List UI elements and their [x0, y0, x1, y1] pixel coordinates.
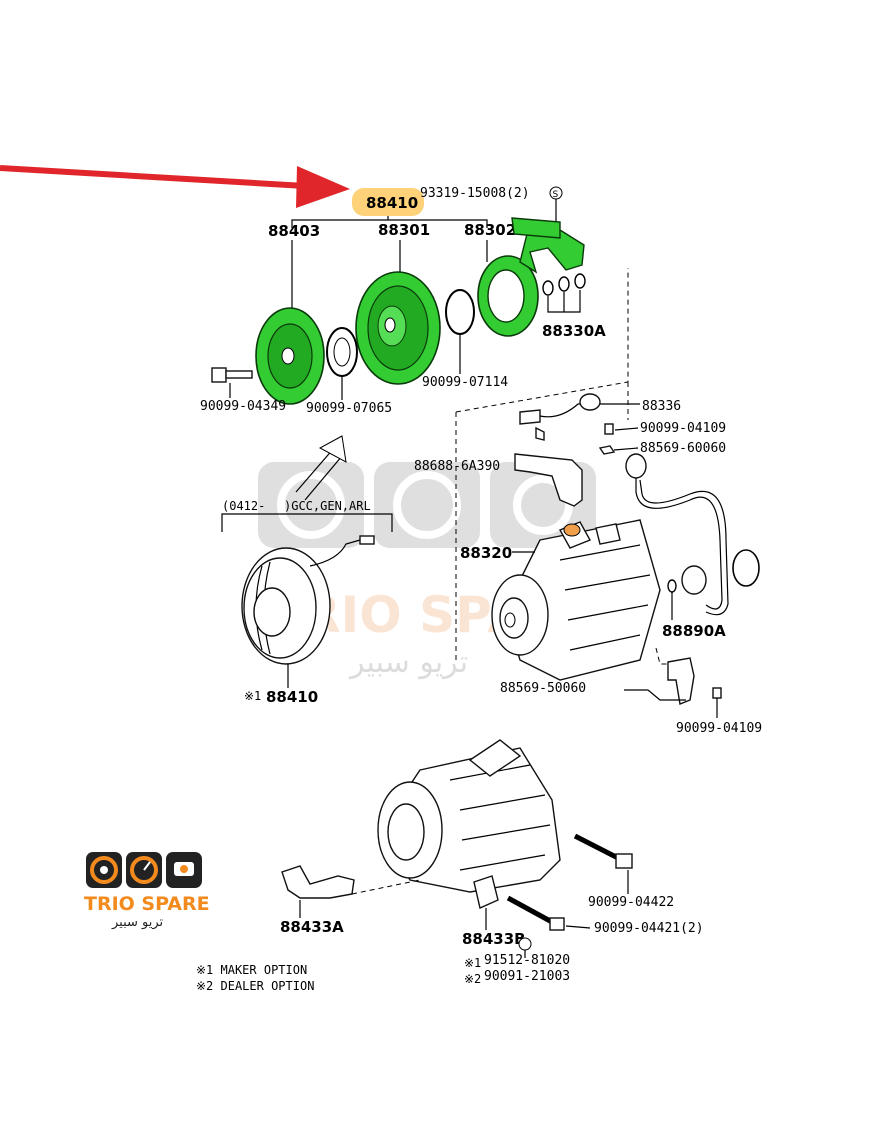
- bracket-88688: [514, 453, 583, 507]
- label-shim: 90099-07065: [306, 401, 392, 416]
- bolt-front: [211, 367, 253, 383]
- label-coil: 88302: [464, 221, 516, 239]
- label-bracket-a: 88433A: [280, 918, 344, 936]
- group-bracket: [291, 219, 488, 228]
- logo-text: TRIO SPARE: [84, 893, 210, 915]
- label-clutch-assy: 88410: [266, 688, 318, 706]
- label-range-right: )GCC,GEN,ARL: [284, 499, 371, 513]
- logo-arabic: تريو سبير: [111, 915, 164, 930]
- highlight-part-number: 88410: [366, 194, 418, 212]
- footnote-maker-option: ※1 MAKER OPTION: [196, 963, 307, 977]
- label-washers: 88330A: [542, 322, 606, 340]
- label-bolt-low: 90099-04109: [676, 721, 762, 736]
- label-valve: 88890A: [662, 622, 726, 640]
- label-bracket: 88688-6A390: [414, 459, 500, 474]
- label-compressor: 88320: [460, 544, 512, 562]
- label-pulley: 88301: [378, 221, 430, 239]
- pressure-switch: [519, 393, 640, 441]
- trio-spare-logo: TRIO SPARE تريو سبير: [84, 852, 210, 930]
- label-clip-low: 88569-50060: [500, 681, 586, 696]
- compressor-middle: [491, 519, 661, 681]
- note1-part: 91512-81020: [484, 953, 570, 968]
- direction-arrow: [295, 435, 347, 501]
- svg-text:S: S: [553, 190, 559, 200]
- field-coil: [477, 217, 585, 337]
- bolt-symbol: [518, 937, 532, 951]
- compressor-group-box: [455, 268, 629, 660]
- washers: [542, 273, 586, 296]
- label-plate: 88403: [268, 222, 320, 240]
- label-screw: 93319-15008(2): [420, 186, 530, 201]
- watermark-arabic: تريو سبير: [348, 645, 468, 680]
- bolt-long-2: [506, 895, 565, 931]
- compressor-bottom: [377, 739, 561, 893]
- highlight-arrow: [0, 165, 350, 208]
- snap-ring: [445, 289, 475, 335]
- note1-marker: ※1: [464, 956, 481, 970]
- shim: [326, 327, 358, 377]
- note2-marker: ※2: [464, 972, 481, 986]
- clutch-assembly: [241, 535, 375, 665]
- footnote-dealer-option: ※2 DEALER OPTION: [196, 979, 314, 993]
- clip-low: [667, 657, 695, 705]
- label-switch: 88336: [642, 399, 681, 414]
- pulley: [355, 271, 441, 385]
- highlight-badge: [352, 188, 424, 216]
- label-clip-switch: 88569-60060: [640, 441, 726, 456]
- label-bolt-front: 90099-04349: [200, 399, 286, 414]
- bolt-long: [573, 833, 633, 869]
- label-snap-ring: 90099-07114: [422, 375, 508, 390]
- label-range-left: (0412-: [222, 499, 265, 513]
- pressure-plate: [255, 307, 325, 405]
- label-bracket-b: 88433B: [462, 930, 526, 948]
- label-bolt-switch: 90099-04109: [640, 421, 726, 436]
- bracket-a: [281, 865, 355, 899]
- label-bolt-long-2: 90099-04421(2): [594, 921, 704, 936]
- label-clutch-assy-marker: ※1: [244, 689, 261, 703]
- bracket-b: [473, 875, 499, 909]
- label-bolt-long: 90099-04422: [588, 895, 674, 910]
- range-bracket: [221, 513, 393, 532]
- note2-part: 90091-21003: [484, 969, 570, 984]
